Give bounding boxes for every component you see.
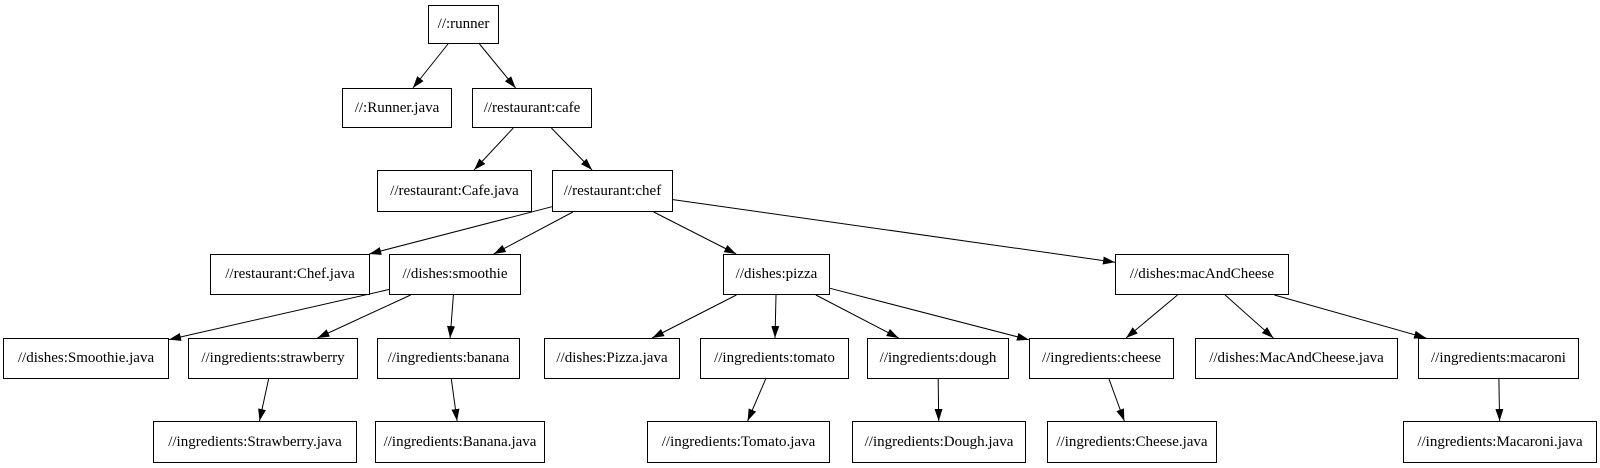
- graph-node-macaroni: //ingredients:macaroni: [1418, 338, 1579, 379]
- edge-runner-to-cafe: [479, 43, 516, 89]
- edge-cafe-to-chef: [551, 127, 593, 171]
- graph-node-tomatoJava: //ingredients:Tomato.java: [647, 421, 830, 463]
- graph-node-runner: //:runner: [428, 5, 499, 44]
- graph-node-label: //ingredients:tomato: [714, 350, 835, 366]
- graph-node-runnerJava: //:Runner.java: [342, 88, 452, 128]
- graph-node-label: //ingredients:Dough.java: [864, 433, 1014, 450]
- edge-dough-to-doughJava: [934, 378, 943, 422]
- graph-node-label: //:Runner.java: [354, 99, 440, 116]
- graph-node-label: //dishes:MacAndCheese.java: [1209, 350, 1384, 366]
- graph-node-label: //dishes:macAndCheese: [1129, 266, 1275, 282]
- graph-node-label: //ingredients:Tomato.java: [661, 433, 816, 450]
- graph-node-label: //ingredients:macaroni: [1431, 350, 1566, 366]
- graph-node-dough: //ingredients:dough: [867, 338, 1009, 379]
- edge-cheese-to-cheeseJava: [1108, 378, 1125, 422]
- edge-banana-to-bananaJava: [450, 378, 460, 422]
- edge-macaroni-to-macaroniJava: [1495, 378, 1504, 422]
- edge-chef-to-macAndCheese: [672, 199, 1116, 265]
- graph-node-doughJava: //ingredients:Dough.java: [852, 421, 1026, 463]
- edge-smoothie-to-smoothieJava: [168, 289, 390, 341]
- graph-node-macAndCheeseJava: //dishes:MacAndCheese.java: [1195, 338, 1398, 379]
- graph-node-label: //ingredients:dough: [879, 350, 997, 366]
- edge-runner-to-runnerJava: [412, 43, 449, 89]
- graph-node-label: //ingredients:Cheese.java: [1056, 433, 1208, 450]
- edge-tomato-to-tomatoJava: [747, 378, 767, 422]
- edge-pizza-to-tomato: [771, 294, 780, 339]
- graph-node-chef: //restaurant:chef: [552, 170, 673, 212]
- graph-node-cafeJava: //restaurant:Cafe.java: [377, 170, 532, 212]
- graph-node-smoothieJava: //dishes:Smoothie.java: [3, 338, 169, 379]
- graph-node-cheese: //ingredients:cheese: [1029, 338, 1174, 379]
- edge-smoothie-to-banana: [447, 294, 456, 339]
- graph-node-label: //ingredients:Banana.java: [383, 433, 537, 450]
- graph-node-label: //restaurant:Chef.java: [225, 266, 355, 282]
- graph-node-pizzaJava: //dishes:Pizza.java: [544, 338, 680, 379]
- graph-node-bananaJava: //ingredients:Banana.java: [375, 421, 545, 463]
- graph-node-macAndCheese: //dishes:macAndCheese: [1115, 254, 1289, 295]
- graph-node-label: //ingredients:banana: [387, 350, 510, 366]
- graph-node-label: //:runner: [437, 16, 490, 32]
- graph-node-tomato: //ingredients:tomato: [700, 338, 849, 379]
- graph-node-label: //ingredients:Macaroni.java: [1417, 433, 1583, 450]
- graph-node-label: //ingredients:cheese: [1041, 350, 1162, 366]
- graph-node-chefJava: //restaurant:Chef.java: [210, 254, 370, 295]
- graph-node-label: //ingredients:Strawberry.java: [168, 433, 342, 450]
- graph-node-label: //dishes:pizza: [735, 266, 818, 282]
- edge-chef-to-pizza: [653, 211, 737, 255]
- edge-smoothie-to-strawberry: [317, 294, 411, 339]
- graph-node-cheeseJava: //ingredients:Cheese.java: [1047, 421, 1217, 463]
- graph-node-label: //dishes:Smoothie.java: [17, 350, 155, 366]
- graph-node-label: //dishes:smoothie: [402, 266, 508, 282]
- edge-chef-to-chefJava: [369, 206, 553, 255]
- graph-node-label: //dishes:Pizza.java: [556, 350, 668, 366]
- edge-macAndCheese-to-cheese: [1125, 294, 1178, 339]
- graph-node-smoothie: //dishes:smoothie: [389, 254, 521, 295]
- edge-strawberry-to-strawberryJava: [258, 378, 270, 422]
- graph-node-banana: //ingredients:banana: [377, 338, 520, 379]
- graph-node-cafe: //restaurant:cafe: [472, 88, 592, 128]
- graph-node-pizza: //dishes:pizza: [723, 254, 830, 295]
- edge-macAndCheese-to-macAndCheeseJava: [1224, 294, 1274, 339]
- graph-node-strawberry: //ingredients:strawberry: [188, 338, 358, 379]
- edge-cafe-to-cafeJava: [473, 127, 514, 171]
- graph-node-label: //restaurant:cafe: [483, 99, 581, 116]
- edge-chef-to-smoothie: [493, 211, 574, 255]
- edge-pizza-to-cheese: [829, 287, 1030, 341]
- graph-node-label: //restaurant:Cafe.java: [390, 182, 519, 199]
- edge-macAndCheese-to-macaroni: [1274, 294, 1427, 339]
- graph-node-macaroniJava: //ingredients:Macaroni.java: [1403, 421, 1597, 463]
- edge-pizza-to-dough: [815, 294, 899, 339]
- edge-pizza-to-pizzaJava: [651, 294, 737, 339]
- graph-node-label: //restaurant:chef: [563, 182, 662, 199]
- graph-node-strawberryJava: //ingredients:Strawberry.java: [153, 421, 357, 463]
- graph-node-label: //ingredients:strawberry: [201, 350, 345, 366]
